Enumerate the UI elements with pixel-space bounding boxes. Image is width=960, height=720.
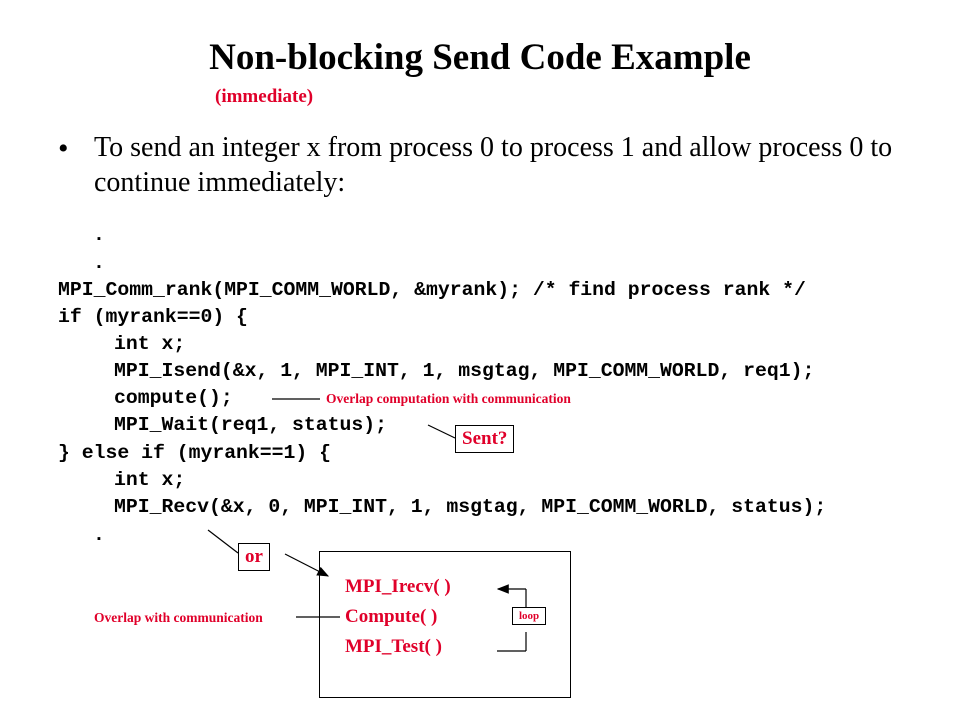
slide-title: Non-blocking Send Code Example [209,37,751,78]
alternative-code-box [319,551,571,698]
box-line-test: MPI_Test( ) [345,636,442,657]
code-line-dot-3: . [93,524,105,546]
code-line-recv: MPI_Recv(&x, 0, MPI_INT, 1, msgtag, MPI_… [114,496,827,518]
box-line-compute: Compute( ) [345,606,438,627]
sent-connector [427,424,456,439]
or-connector-in [207,529,239,554]
or-connector-arrow [284,553,330,577]
code-line-if-rank0: if (myrank==0) { [58,306,248,328]
loop-box: loop [512,607,547,625]
sent-question-box: Sent? [455,425,515,453]
bullet-text: To send an integer x from process 0 to p… [94,132,893,198]
overlap-computation-note: Overlap computation with communication [326,391,571,406]
code-line-int-x-2: int x; [114,469,186,491]
box-line-irecv: MPI_Irecv( ) [345,576,451,597]
code-line-isend: MPI_Isend(&x, 1, MPI_INT, 1, msgtag, MPI… [114,360,815,382]
code-line-int-x-1: int x; [114,333,186,355]
code-line-compute: compute(); [114,387,233,409]
slide-subtitle: (immediate) [215,86,314,107]
overlap-with-communication-note: Overlap with communication [94,610,263,625]
code-line-dot-2: . [93,252,105,274]
code-line-wait: MPI_Wait(req1, status); [114,414,388,436]
or-box: or [238,543,270,571]
bullet-marker: • [58,132,69,165]
code-line-else-if: } else if (myrank==1) { [58,442,332,464]
code-line-comm-rank: MPI_Comm_rank(MPI_COMM_WORLD, &myrank); … [58,279,806,301]
code-line-dot-1: . [93,224,105,246]
